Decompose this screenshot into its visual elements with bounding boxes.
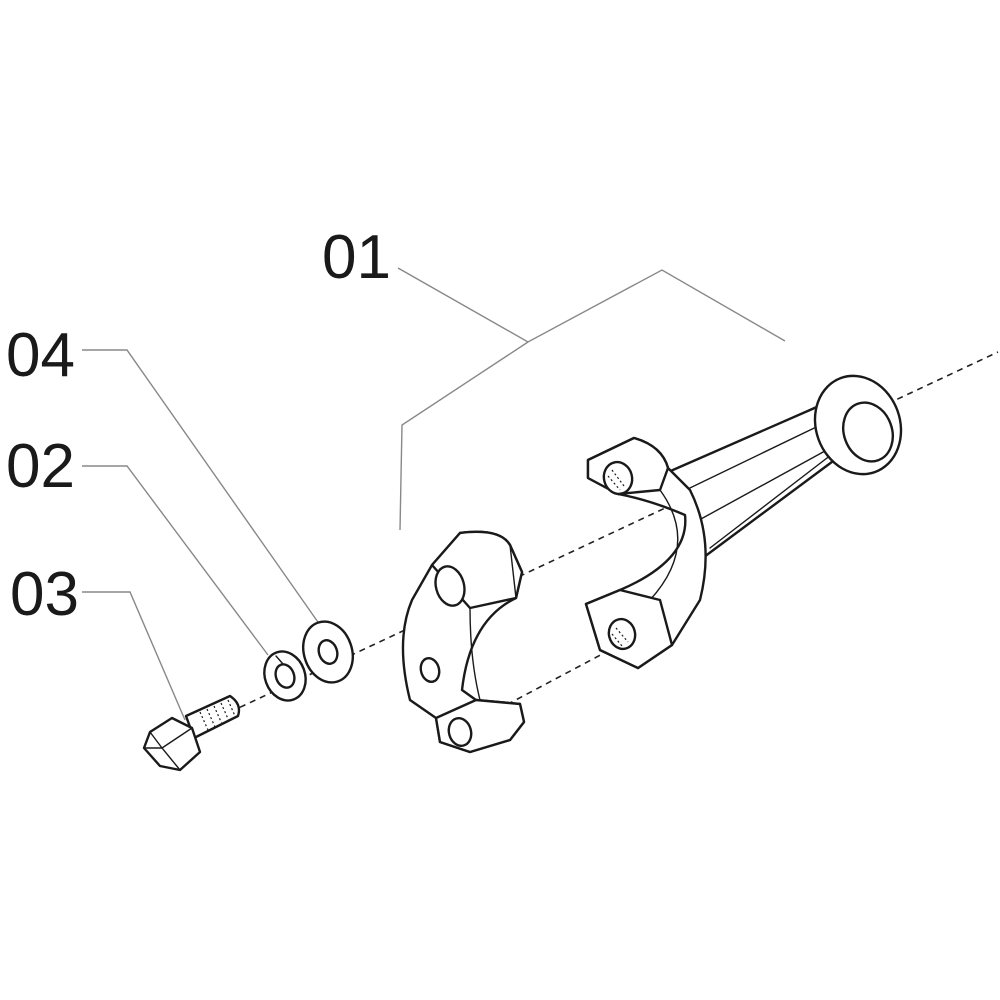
leader-01	[397, 267, 786, 531]
hex-bolt-part-03	[142, 694, 241, 772]
callout-label-03: 03	[10, 560, 79, 629]
leader-03	[82, 591, 186, 721]
lock-washer-part-02	[263, 650, 307, 702]
callout-label-04: 04	[6, 321, 75, 390]
connecting-rod-part-01	[584, 374, 903, 670]
callout-label-02: 02	[6, 432, 75, 501]
leader-02	[82, 465, 269, 656]
rod-cap-part-01	[401, 530, 526, 754]
leader-04	[82, 349, 321, 626]
flat-washer-part-04	[302, 620, 354, 684]
callout-label-01: 01	[322, 223, 391, 292]
